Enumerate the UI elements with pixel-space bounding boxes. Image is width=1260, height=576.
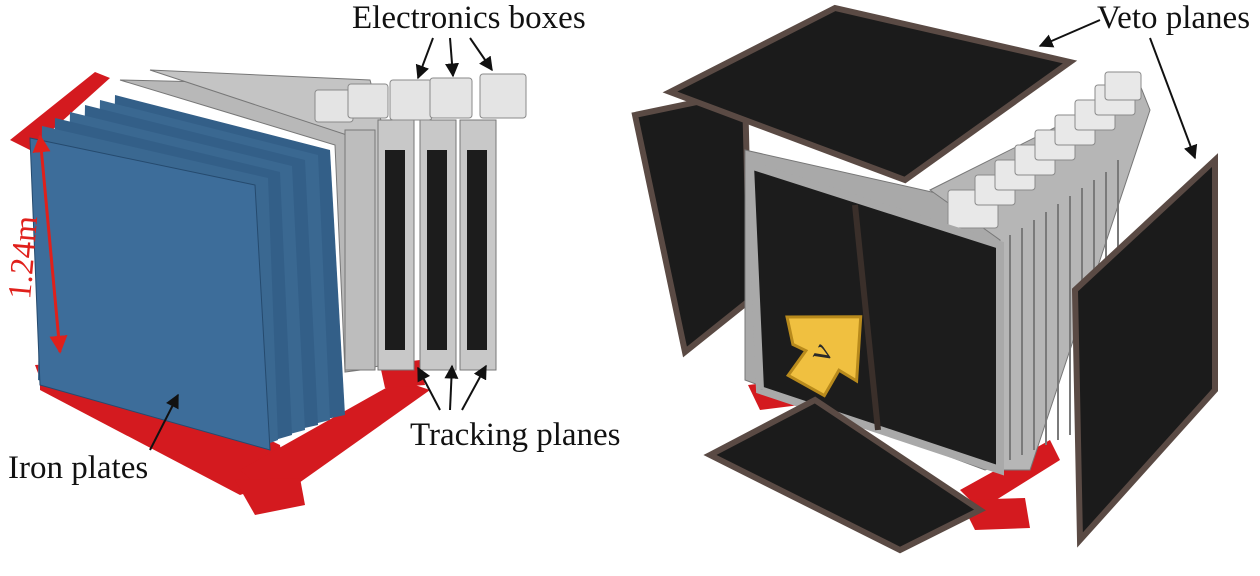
tracking-planes-left [119, 69, 497, 373]
electronics-boxes-label: Electronics boxes [352, 0, 586, 36]
electronics-boxes-arrows [415, 37, 493, 80]
tracking-planes-label: Tracking planes [410, 417, 621, 453]
right-detector: ν [631, 4, 1218, 554]
electronics-boxes-right [927, 71, 1142, 296]
veto-plane-top [662, 4, 1078, 184]
veto-door-left [631, 88, 754, 358]
front-face [745, 159, 1004, 476]
left-detector: 1.24m [2, 69, 527, 515]
veto-planes-arrows [1038, 19, 1198, 160]
height-dimension: 1.24m [2, 134, 68, 354]
tracking-planes-arrows [417, 364, 487, 411]
electronics-boxes-left [314, 73, 527, 123]
height-dimension-label: 1.24m [2, 214, 45, 301]
iron-plates-label: Iron plates [8, 450, 148, 486]
iron-plates-stack [29, 95, 345, 451]
veto-plane-bottom [703, 396, 986, 554]
neutrino-beam-arrow: ν [785, 315, 863, 398]
iron-plates-arrow [149, 393, 179, 451]
veto-plane-right [1071, 153, 1218, 548]
veto-planes-label: Veto planes [1097, 0, 1250, 36]
